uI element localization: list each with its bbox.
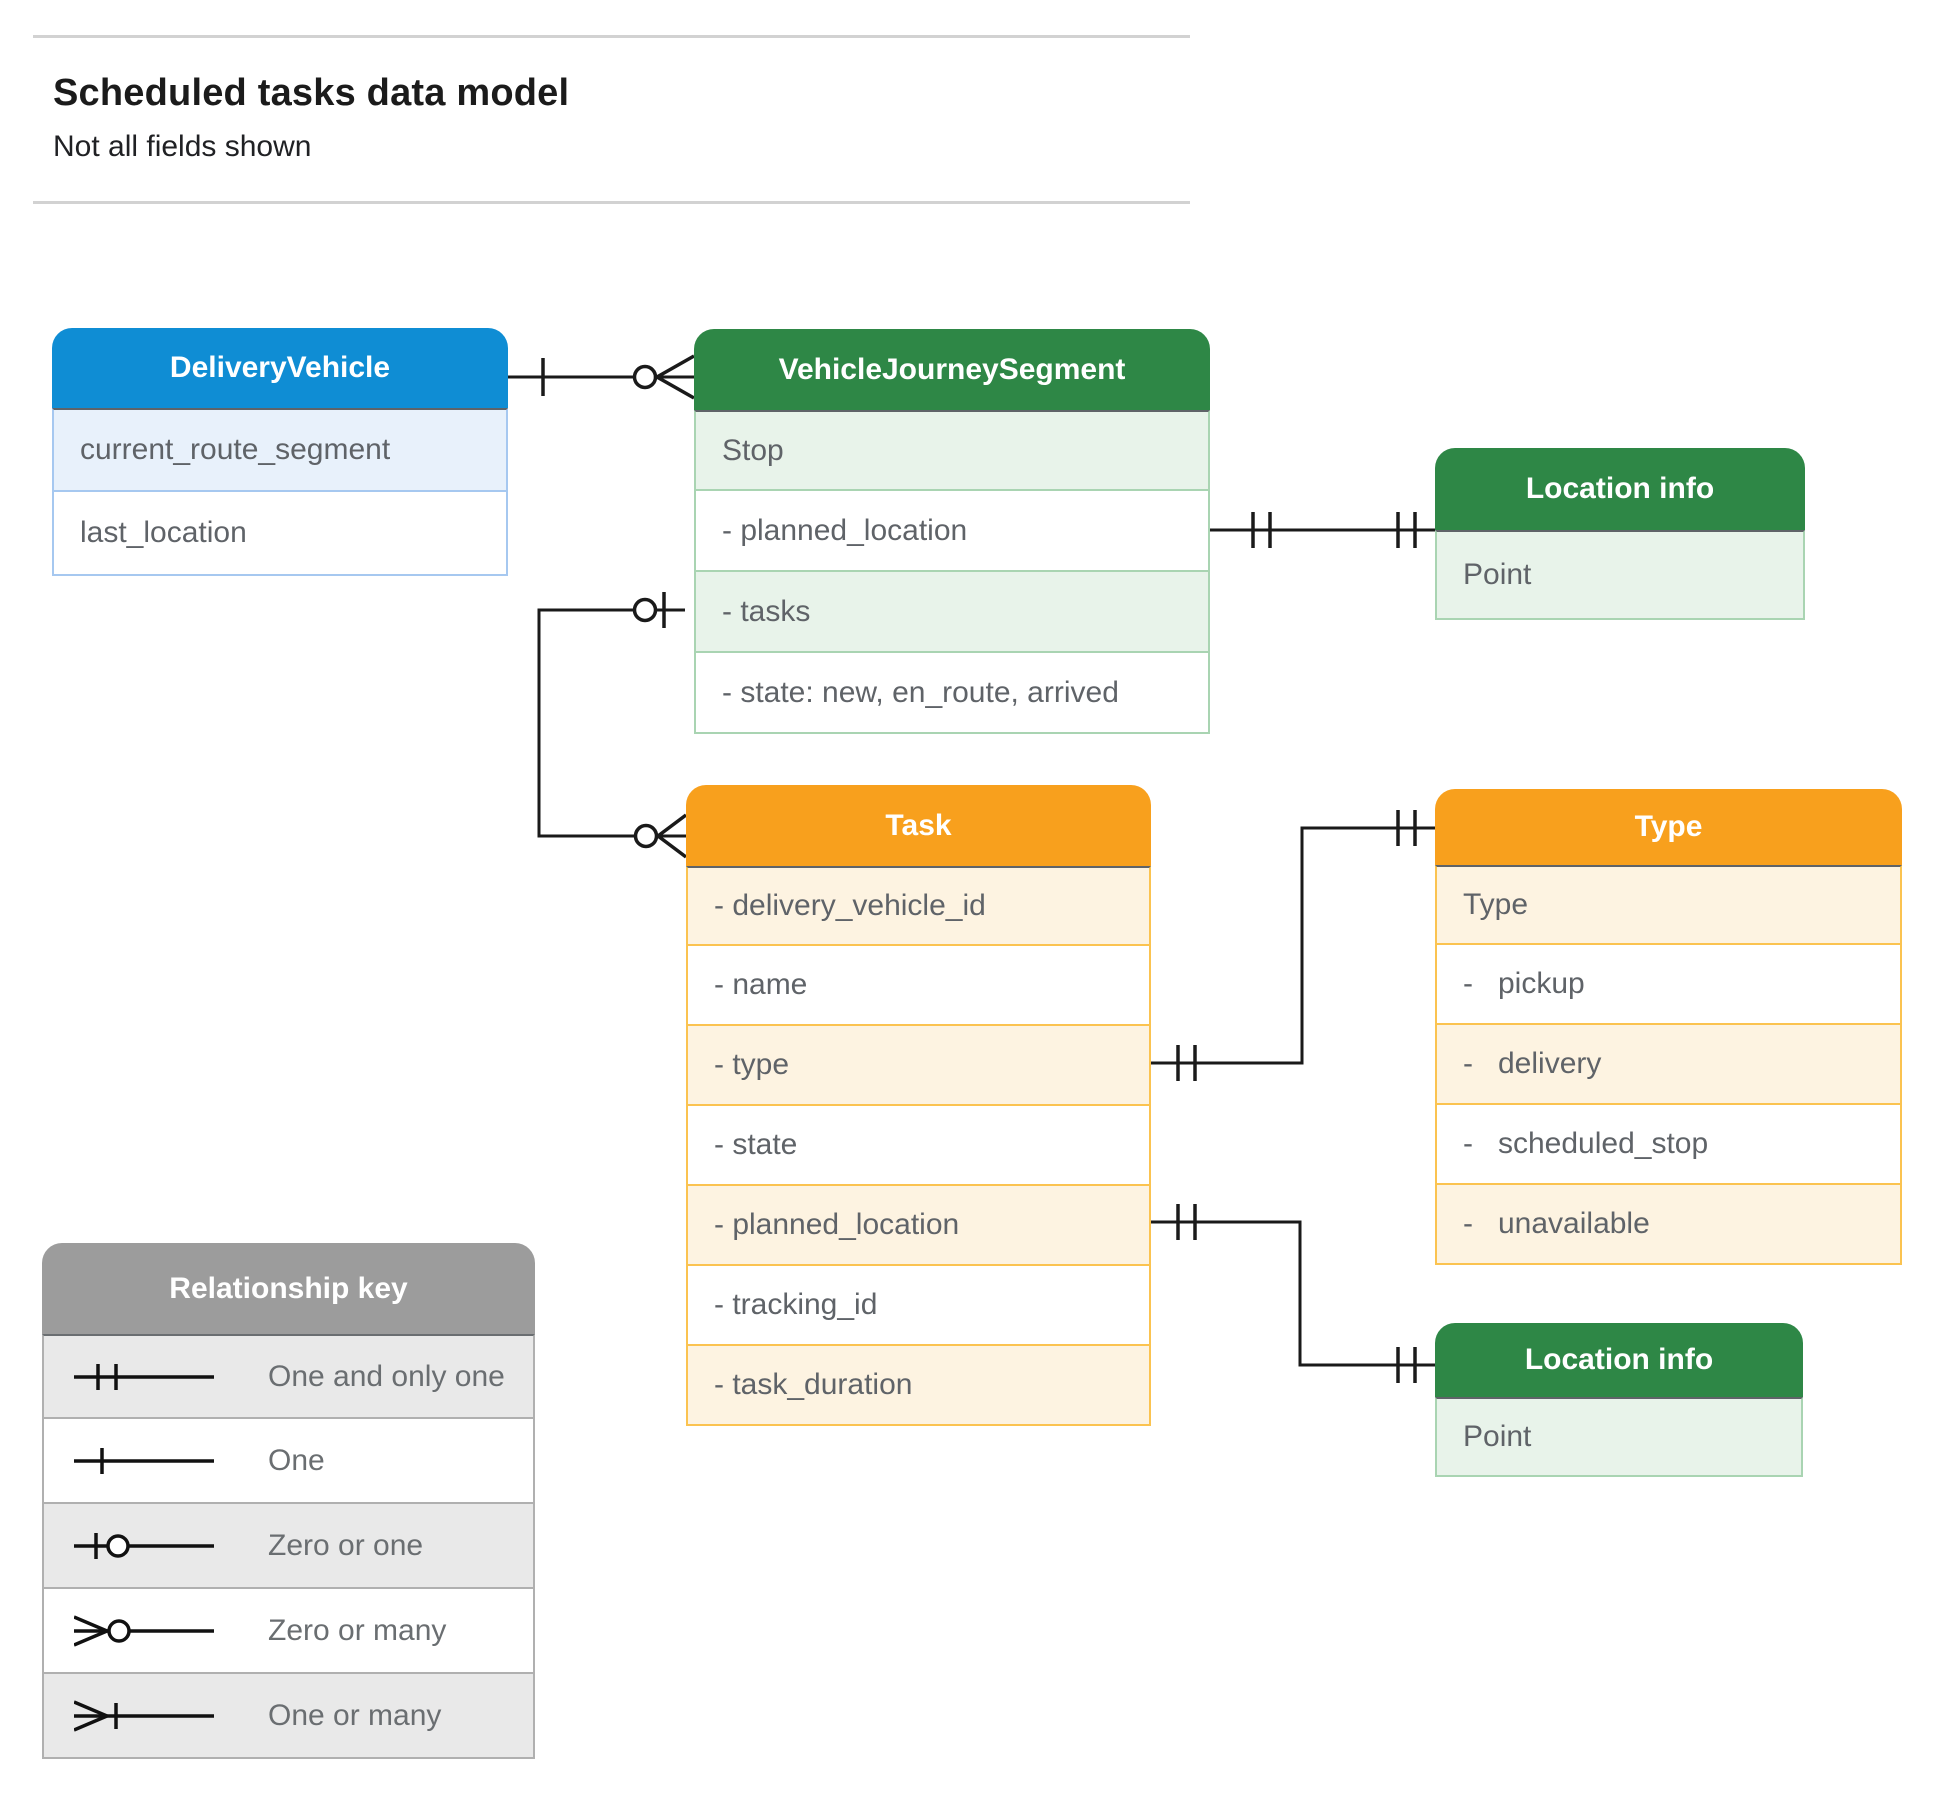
page-title: Scheduled tasks data model [53,72,570,114]
many-notation [658,815,686,857]
legend-item: Zero or one [42,1504,535,1589]
legend-title: Relationship key [42,1243,535,1334]
entity-task: Task - delivery_vehicle_id - name - type… [686,785,1151,1426]
field-row: - pickup [1435,945,1902,1025]
zero-or-many-notation-icon [74,1614,214,1647]
one-notation-icon [74,1447,214,1474]
field-row: Stop [694,410,1210,491]
entity-title: VehicleJourneySegment [694,329,1210,410]
subtitle-divider [33,201,1190,204]
field-row: - task_duration [686,1346,1151,1426]
entity-location-info-bottom: Location info Point [1435,1323,1803,1477]
field-row: current_route_segment [52,408,508,492]
field-row: - delivery [1435,1025,1902,1105]
field-row: - state: new, en_route, arrived [694,653,1210,734]
rel-task-type [1151,810,1435,1081]
rel-vjs-locationinfo-top [1210,512,1435,548]
page-subtitle: Not all fields shown [53,130,312,163]
entity-vehicle-journey-segment: VehicleJourneySegment Stop - planned_loc… [694,329,1210,734]
entity-title: Location info [1435,448,1805,530]
field-row: - type [686,1026,1151,1106]
rel-vjs-tasks-task [539,592,686,857]
legend-item: One or many [42,1674,535,1759]
one-and-only-one-notation-icon [74,1363,214,1390]
field-row: - delivery_vehicle_id [686,866,1151,946]
field-row: - state [686,1106,1151,1186]
top-divider [33,35,1190,38]
entity-title: Task [686,785,1151,866]
zero-or-one-notation-icon [74,1532,214,1559]
entity-location-info-top: Location info Point [1435,448,1805,620]
rel-task-locationinfo-bottom [1151,1204,1435,1383]
field-row: - unavailable [1435,1185,1902,1265]
many-notation [657,356,694,398]
zero-notation [635,600,656,621]
entity-title: Location info [1435,1323,1803,1397]
field-row: Point [1435,530,1805,620]
field-row: last_location [52,492,508,576]
zero-notation [635,367,656,388]
field-row: Point [1435,1397,1803,1477]
field-row: - planned_location [694,491,1210,572]
one-or-many-notation-icon [74,1699,214,1732]
field-row: - scheduled_stop [1435,1105,1902,1185]
field-row: - name [686,946,1151,1026]
rel-deliveryvehicle-vehiclejourneysegment [508,356,694,398]
entity-type: Type Type - pickup - delivery - schedule… [1435,789,1902,1265]
legend-item: One [42,1419,535,1504]
field-row: - tasks [694,572,1210,653]
legend-item: One and only one [42,1334,535,1419]
entity-title: DeliveryVehicle [52,328,508,408]
legend-item: Zero or many [42,1589,535,1674]
entity-title: Type [1435,789,1902,865]
entity-delivery-vehicle: DeliveryVehicle current_route_segment la… [52,328,508,576]
zero-notation [636,826,657,847]
field-row: - tracking_id [686,1266,1151,1346]
field-row: Type [1435,865,1902,945]
relationship-key: Relationship key One and only one One Ze… [42,1243,535,1759]
field-row: - planned_location [686,1186,1151,1266]
